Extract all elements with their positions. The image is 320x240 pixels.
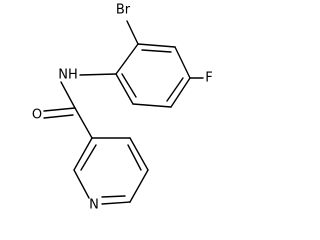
ring-bond-c4-c5 bbox=[170, 77, 191, 108]
bond-c1-nh bbox=[79, 73, 117, 76]
pyridine-bond-c2-c3-inner bbox=[80, 144, 97, 171]
amide-nitrogen-label: NH bbox=[58, 68, 78, 83]
pyridine-bond-c6-n-inner bbox=[101, 195, 126, 198]
ring-bond-c6-c1 bbox=[115, 73, 134, 105]
pyridine-nitrogen-label: N bbox=[89, 198, 99, 213]
bond-carbonyl-pyridine bbox=[74, 107, 93, 139]
pyridine-ring bbox=[73, 137, 149, 205]
pyridine-bond-c5-c6 bbox=[129, 169, 149, 203]
chemical-structure-diagram: Br F NH O N bbox=[32, 3, 213, 213]
bromofluorophenyl-ring bbox=[115, 43, 191, 108]
ring-bond-c2-c3-inner bbox=[141, 49, 172, 53]
bond-carbonyl-oxygen-double bbox=[43, 114, 74, 119]
ring-bond-c1-c2 bbox=[115, 43, 139, 75]
pyridine-bond-c4-c5 bbox=[129, 137, 149, 171]
bond-carbonyl-oxygen bbox=[43, 107, 76, 112]
ring-bond-c4-c5-inner bbox=[166, 77, 184, 102]
bromine-atom-label: Br bbox=[116, 3, 131, 18]
pyridine-bond-n-c2 bbox=[73, 169, 90, 199]
pyridine-bond-c2-c3 bbox=[73, 137, 93, 171]
ring-bond-c5-c6 bbox=[132, 103, 172, 108]
ring-bond-c2-c3 bbox=[137, 43, 176, 48]
bond-c2-br bbox=[126, 20, 139, 45]
bond-nh-carbonyl bbox=[60, 81, 76, 109]
fluorine-atom-label: F bbox=[205, 71, 212, 86]
pyridine-bond-c4-c5-inner bbox=[127, 144, 142, 171]
pyridine-bond-c6-n bbox=[101, 201, 131, 205]
carbonyl-oxygen-label: O bbox=[32, 108, 42, 123]
ring-bond-c6-c1-inner bbox=[121, 73, 137, 98]
ring-bond-c3-c4 bbox=[174, 46, 191, 79]
